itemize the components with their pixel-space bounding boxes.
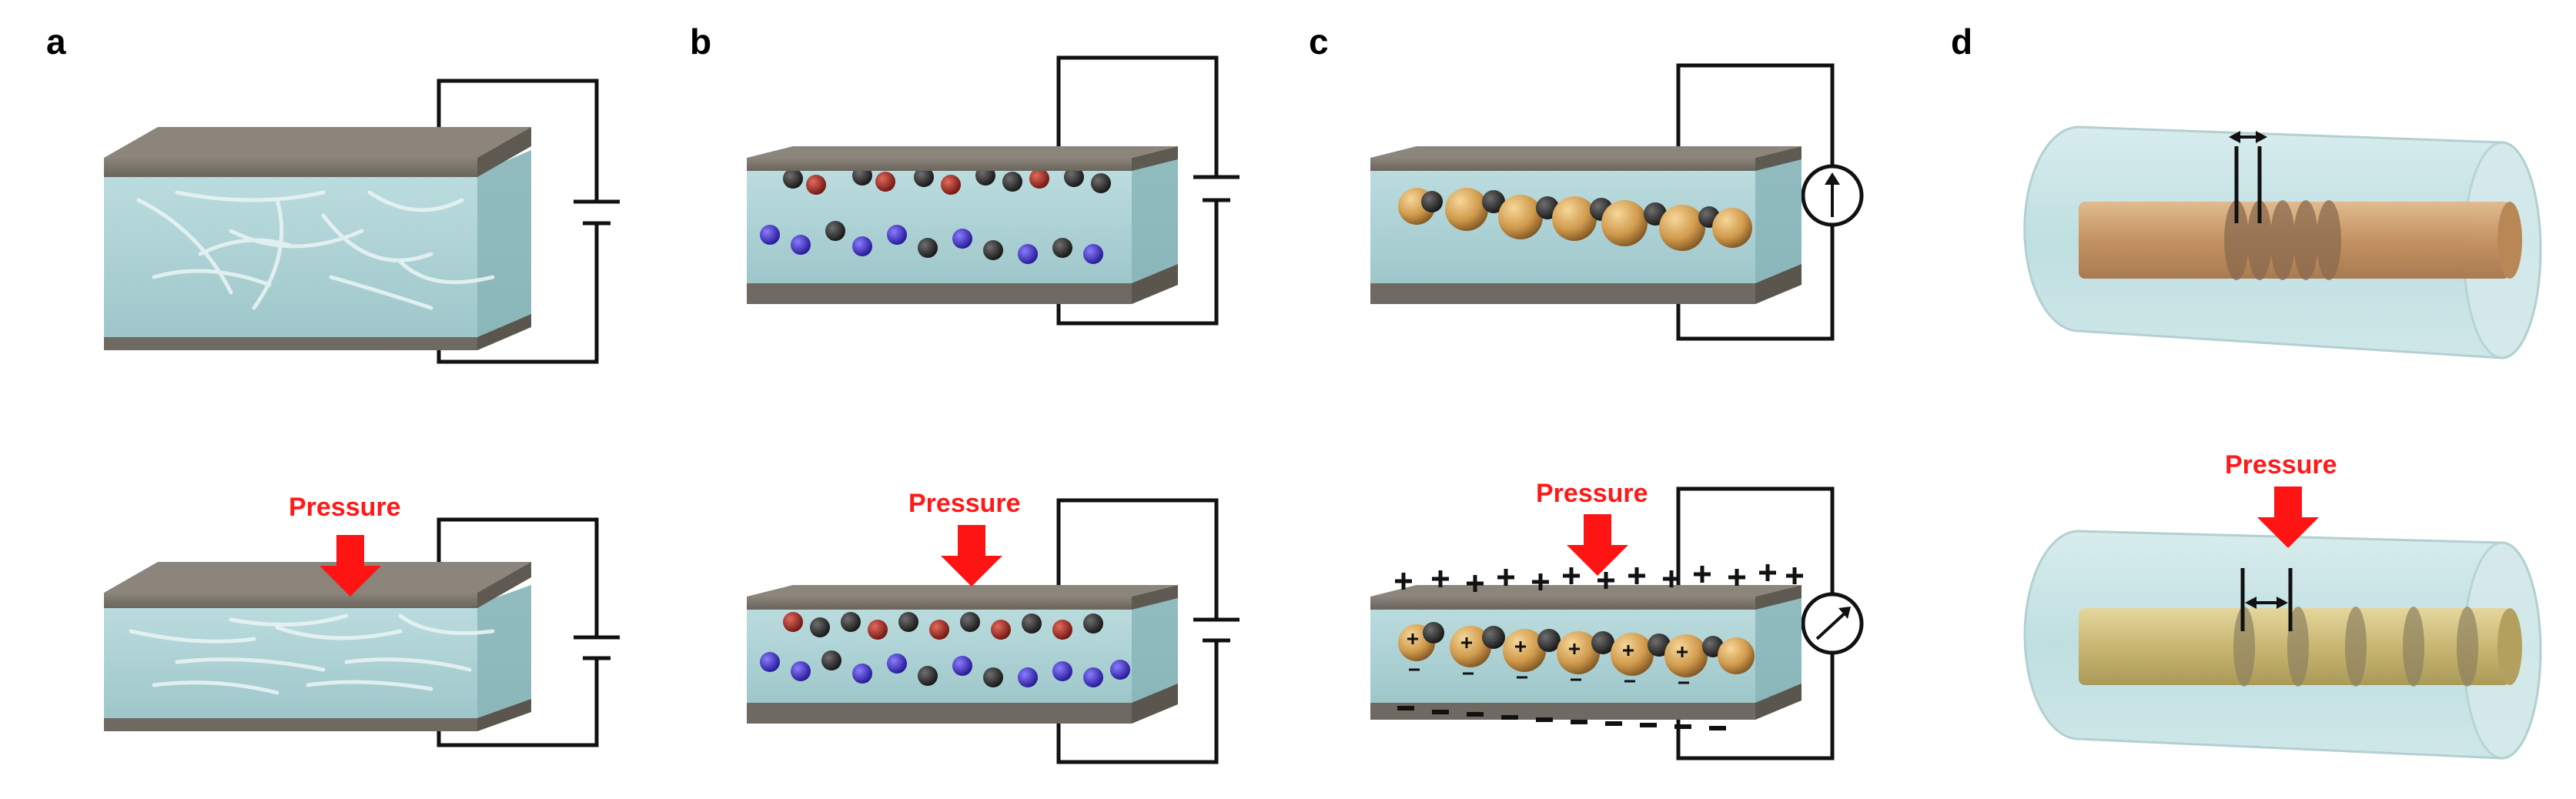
double-arrow-icon [2245,597,2288,609]
pressure-label-c: Pressure [1536,479,1648,508]
pressure-arrow-icon [1567,514,1628,576]
panel-letter-c: c [1309,22,1329,62]
panel-b-top-device [747,55,1239,326]
inner-charge-marks [1407,634,1689,684]
pressure-label-a: Pressure [289,493,401,522]
battery-icon [574,635,620,660]
pressure-arrow-icon [941,525,1002,587]
battery-icon [1193,617,1239,643]
panel-a-bottom-device: Pressure [104,493,620,747]
gold-particles-pressed [1398,622,1755,677]
panel-c-top-device [1370,63,1864,341]
panel-b-bottom-device: Pressure [747,489,1239,764]
pressure-label-b: Pressure [908,489,1021,518]
pressure-label-d: Pressure [2225,450,2337,480]
positive-charges [1395,564,1803,592]
voltmeter-icon [1801,592,1864,655]
panel-letter-d: d [1951,22,1972,62]
battery-icon [574,199,620,226]
coil-rings [2224,200,2341,280]
panel-letter-a: a [46,22,66,62]
panel-letter-b: b [690,22,711,62]
panel-d-bottom-tube: Pressure [2023,450,2542,760]
panel-c-bottom-device: Pressure [1370,479,1864,761]
gold-particles [1398,188,1752,251]
ammeter-icon [1801,164,1864,227]
spread-coil-rings [2233,607,2478,687]
double-arrow-icon [2229,131,2267,143]
battery-icon [1193,175,1239,202]
panel-a-top-device [104,79,620,364]
negative-charges [1397,706,1726,730]
panel-d-top-tube [2023,125,2542,359]
